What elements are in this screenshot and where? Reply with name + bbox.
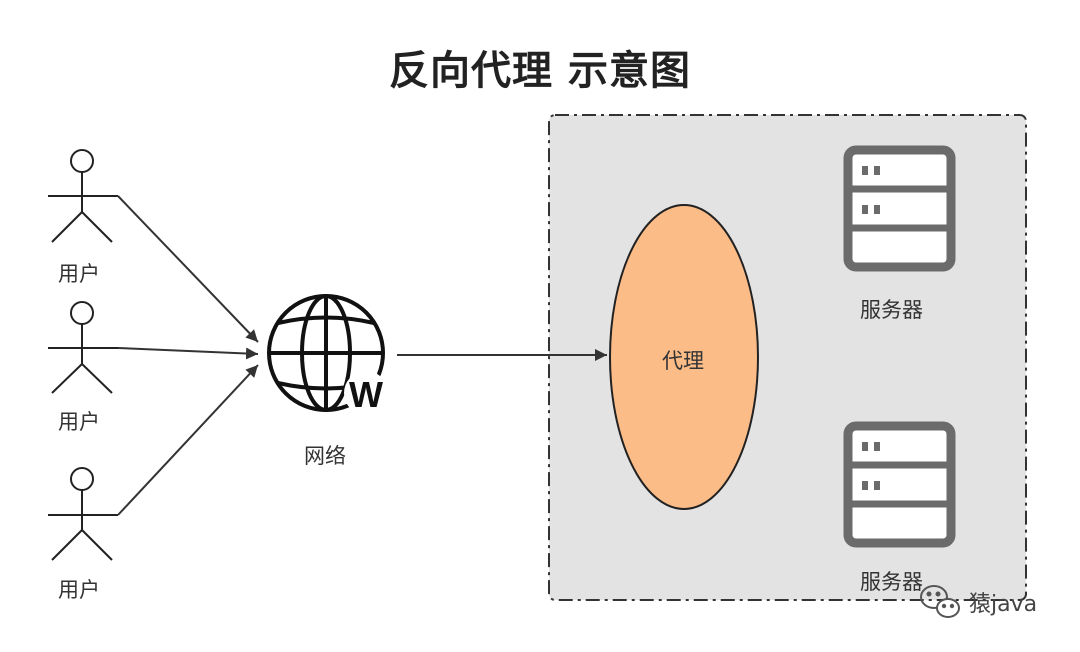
user-label-3: 用户 (58, 578, 100, 602)
server-icon (843, 421, 956, 548)
user-label-1: 用户 (58, 262, 100, 286)
diagram-title: 反向代理 示意图 (389, 48, 691, 94)
proxy-node (609, 204, 759, 510)
wechat-icon (920, 585, 960, 618)
connector-user1-network (117, 195, 259, 343)
server-label-2: 服务器 (860, 570, 923, 594)
server-label-1: 服务器 (860, 298, 923, 322)
connector-user3-network (117, 364, 259, 516)
user-figure-1 (48, 149, 118, 243)
user-figure-3 (48, 467, 118, 561)
network-label: 网络 (304, 444, 346, 468)
network-badge: W (349, 374, 383, 415)
connector-user2-network (117, 347, 259, 360)
user-figure-2 (48, 301, 118, 394)
user-label-2: 用户 (58, 410, 100, 434)
proxy-label: 代理 (662, 349, 704, 373)
watermark-text: 猿java (969, 592, 1038, 617)
watermark: 猿java (915, 585, 1037, 619)
server-icon (843, 145, 956, 272)
globe-icon (267, 294, 388, 415)
